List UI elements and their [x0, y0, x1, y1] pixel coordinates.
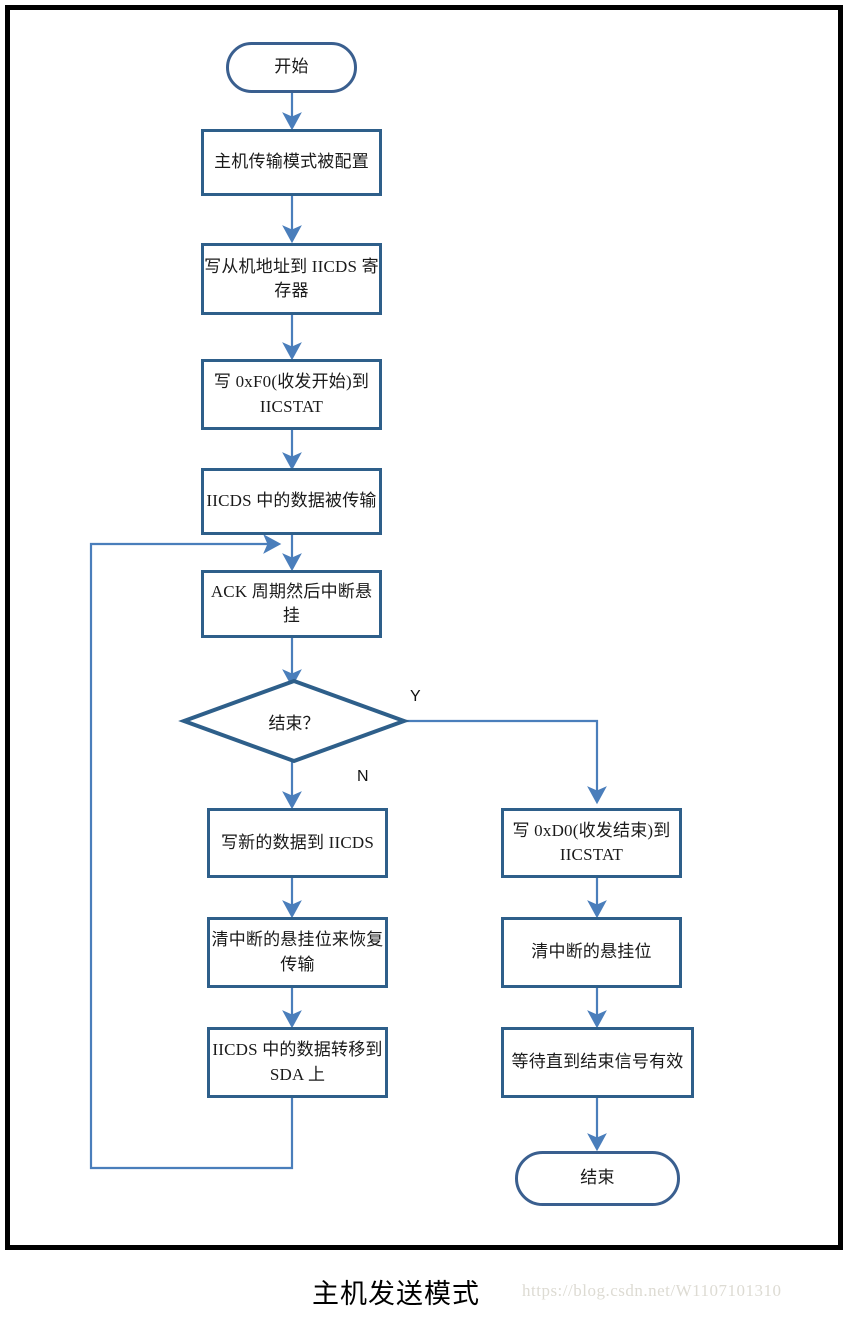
node-clear-irq-resume-label: 清中断的悬挂位来恢复传输	[211, 930, 384, 974]
watermark-url: https://blog.csdn.net/W1107101310	[522, 1281, 782, 1300]
node-clear-irq-resume[interactable]: 清中断的悬挂位来恢复传输	[207, 917, 388, 988]
node-ack-then-interrupt-label: ACK 周期然后中断悬挂	[210, 581, 373, 625]
node-wait-stop-signal-label: 等待直到结束信号有效	[511, 1052, 684, 1072]
node-end[interactable]: 结束	[515, 1151, 680, 1206]
node-write-slave-address[interactable]: 写从机地址到 IICDS 寄存器	[201, 243, 382, 315]
node-config-master-tx-label: 主机传输模式被配置	[214, 152, 369, 172]
connector-loop-back	[89, 534, 294, 1170]
decision-diamond-shape	[178, 678, 410, 764]
node-write-0xf0-label: 写 0xF0(收发开始)到 IICSTAT	[213, 372, 370, 416]
diagram-caption: 主机发送模式	[312, 1279, 480, 1309]
branch-label-yes: Y	[410, 688, 421, 705]
diagram-frame	[5, 5, 843, 1250]
node-iicds-transferred-label: IICDS 中的数据被传输	[206, 491, 377, 511]
node-end-label: 结束	[580, 1168, 615, 1188]
node-clear-irq-label: 清中断的悬挂位	[531, 942, 652, 962]
node-write-0xf0[interactable]: 写 0xF0(收发开始)到 IICSTAT	[201, 359, 382, 430]
node-ack-then-interrupt[interactable]: ACK 周期然后中断悬挂	[201, 570, 382, 638]
node-decision-finish-label: 结束？	[268, 713, 320, 733]
node-start-label: 开始	[274, 57, 309, 77]
node-write-new-data-label: 写新的数据到 IICDS	[220, 832, 375, 852]
connector-decision-yes	[405, 719, 607, 805]
node-write-0xd0[interactable]: 写 0xD0(收发结束)到 IICSTAT	[501, 808, 682, 878]
branch-label-no: N	[357, 768, 369, 785]
node-decision-finish[interactable]: 结束？	[224, 701, 364, 741]
node-write-0xd0-label: 写 0xD0(收发结束)到 IICSTAT	[512, 820, 671, 864]
node-iicds-transferred[interactable]: IICDS 中的数据被传输	[201, 468, 382, 535]
node-config-master-tx[interactable]: 主机传输模式被配置	[201, 129, 382, 196]
node-iicds-to-sda[interactable]: IICDS 中的数据转移到 SDA 上	[207, 1027, 388, 1098]
node-wait-stop-signal[interactable]: 等待直到结束信号有效	[501, 1027, 694, 1098]
node-clear-irq[interactable]: 清中断的悬挂位	[501, 917, 682, 988]
node-write-new-data[interactable]: 写新的数据到 IICDS	[207, 808, 388, 878]
node-iicds-to-sda-label: IICDS 中的数据转移到 SDA 上	[212, 1040, 383, 1084]
node-write-slave-address-label: 写从机地址到 IICDS 寄存器	[204, 256, 379, 300]
node-start[interactable]: 开始	[226, 42, 357, 93]
